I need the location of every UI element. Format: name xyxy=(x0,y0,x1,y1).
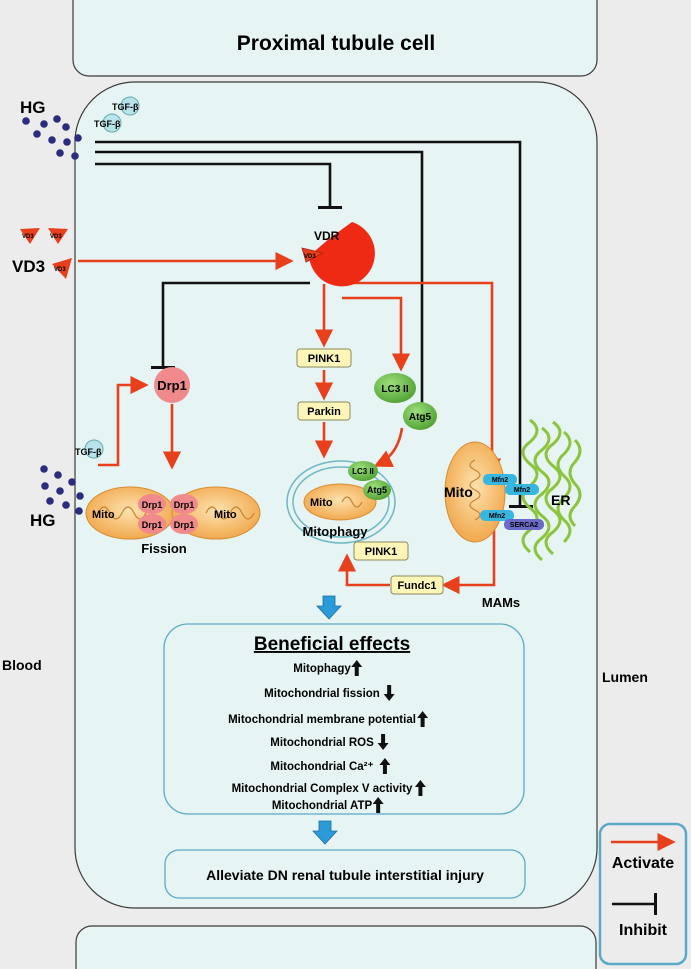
svg-text:LC3 II: LC3 II xyxy=(352,467,374,476)
svg-text:Mfn2: Mfn2 xyxy=(492,477,508,484)
svg-text:Mito: Mito xyxy=(92,509,115,521)
inhibit-hg-mams xyxy=(95,140,522,505)
legend-activate-label: Activate xyxy=(612,855,674,872)
effect-item-text: Mitochondrial ATP xyxy=(272,800,373,812)
svg-text:Mito: Mito xyxy=(214,509,237,521)
tgfb-molecule-top-2: TGF-β xyxy=(94,113,122,133)
svg-text:VD3: VD3 xyxy=(50,234,62,240)
vd3-molecules: VD3 VD3 VD3 xyxy=(20,228,72,279)
top-cell xyxy=(72,0,598,77)
svg-text:VD3: VD3 xyxy=(304,254,316,260)
inhibit-hg-vdr xyxy=(95,162,332,207)
svg-text:Drp1: Drp1 xyxy=(142,500,163,510)
pink1-box: PINK1 xyxy=(296,348,352,368)
up-arrow-icon xyxy=(351,660,363,676)
svg-text:Mito: Mito xyxy=(310,497,333,509)
effect-item-text: Mitochondrial Ca²⁺ xyxy=(270,761,373,773)
svg-text:SERCA2: SERCA2 xyxy=(510,522,539,529)
tgfb-molecule-top-1: TGF-β xyxy=(112,96,140,116)
svg-text:Atg5: Atg5 xyxy=(409,412,432,423)
effect-item-text: Mitochondrial Complex V activity xyxy=(232,783,413,795)
svg-text:Drp1: Drp1 xyxy=(142,520,163,530)
hg-label-bottom: HG xyxy=(30,511,56,530)
up-arrow-icon xyxy=(379,758,391,774)
drp1-protein: Drp1 xyxy=(154,367,190,403)
activate-hg-drp1 xyxy=(98,375,149,467)
svg-text:Drp1: Drp1 xyxy=(157,378,187,393)
beneficial-effects-box xyxy=(163,623,525,815)
activate-fundc1-mitophagy xyxy=(337,553,390,587)
fundc1-box: Fundc1 xyxy=(390,575,444,595)
outcome-box xyxy=(164,849,526,899)
hg-label-top: HG xyxy=(20,98,46,117)
page-title: Proximal tubule cell xyxy=(237,32,435,55)
hg-glucose-dots-bottom xyxy=(40,465,84,515)
mitophagy-autophagosome: Mito LC3 II Atg5 xyxy=(286,460,396,544)
bottom-cell xyxy=(75,925,597,969)
fission-label: Fission xyxy=(141,541,187,556)
svg-text:TGF-β: TGF-β xyxy=(112,102,139,112)
mitophagy-label: Mitophagy xyxy=(303,524,369,539)
effect-item-text: Mitochondrial fission xyxy=(264,688,380,700)
hg-glucose-dots-top xyxy=(22,115,82,160)
effect-item-text: Mitochondrial ROS xyxy=(270,737,374,749)
parkin-box: Parkin xyxy=(297,401,351,421)
svg-text:Drp1: Drp1 xyxy=(174,500,195,510)
svg-text:Mfn2: Mfn2 xyxy=(514,487,530,494)
svg-text:Atg5: Atg5 xyxy=(367,485,387,495)
svg-text:LC3 II: LC3 II xyxy=(381,384,408,395)
activation-arrows xyxy=(78,251,502,595)
effect-item-text: Mitochondrial membrane potential xyxy=(228,714,416,726)
svg-text:VD3: VD3 xyxy=(54,267,66,273)
inhibition-lines xyxy=(95,140,522,505)
vdr-label: VDR xyxy=(314,229,340,243)
svg-text:TGF-β: TGF-β xyxy=(94,119,121,129)
svg-text:Drp1: Drp1 xyxy=(174,520,195,530)
up-arrow-icon xyxy=(414,780,426,796)
activate-vdr-mams xyxy=(345,281,502,477)
svg-text:VD3: VD3 xyxy=(22,234,34,240)
svg-text:Mito: Mito xyxy=(444,484,473,500)
up-arrow-icon xyxy=(372,797,384,813)
beneficial-effects-title: Beneficial effects xyxy=(254,634,410,655)
flow-arrow-2 xyxy=(312,820,338,845)
atg5-protein: Atg5 xyxy=(403,402,437,430)
lumen-label: Lumen xyxy=(602,669,648,685)
legend-inhibit-symbol xyxy=(612,893,657,915)
svg-text:Fundc1: Fundc1 xyxy=(397,580,436,592)
svg-text:PINK1: PINK1 xyxy=(308,353,340,365)
legend-inhibit-label: Inhibit xyxy=(619,922,668,939)
blood-label: Blood xyxy=(2,657,42,673)
inhibit-vdr-drp1 xyxy=(161,281,310,366)
svg-text:Parkin: Parkin xyxy=(307,406,341,418)
up-arrow-icon xyxy=(417,711,429,727)
pink1-box-mitophagy: PINK1 xyxy=(353,541,409,561)
down-arrow-icon xyxy=(383,685,395,701)
flow-arrow-1 xyxy=(316,595,342,620)
vd3-label: VD3 xyxy=(12,257,45,276)
mams-label: MAMs xyxy=(482,595,520,610)
activate-mams-fundc1 xyxy=(441,530,496,595)
svg-text:TGF-β: TGF-β xyxy=(75,447,102,457)
down-arrow-icon xyxy=(377,734,389,750)
mams-mitochondrion: Mito xyxy=(444,441,506,543)
mfn2-tethers: Mfn2 Mfn2 Mfn2 SERCA2 xyxy=(480,474,544,530)
inhibit-hg-lc3 xyxy=(95,150,424,416)
fission-mitochondria: Mito Mito Drp1 Drp1 Drp1 Drp1 xyxy=(85,486,261,540)
activate-atg5-mitophagy xyxy=(373,427,404,467)
svg-text:Mfn2: Mfn2 xyxy=(489,513,505,520)
er-label: ER xyxy=(551,492,570,508)
lc3ii-protein: LC3 II xyxy=(374,373,416,403)
effect-item-text: Mitophagy xyxy=(293,663,351,675)
legend-box xyxy=(598,822,688,966)
outcome-text: Alleviate DN renal tubule interstitial i… xyxy=(206,867,484,883)
svg-text:PINK1: PINK1 xyxy=(365,546,397,558)
activate-vdr-lc3 xyxy=(342,296,411,372)
vdr-receptor: VD3 VDR xyxy=(301,222,375,287)
tgfb-molecule-bottom: TGF-β xyxy=(75,439,104,459)
